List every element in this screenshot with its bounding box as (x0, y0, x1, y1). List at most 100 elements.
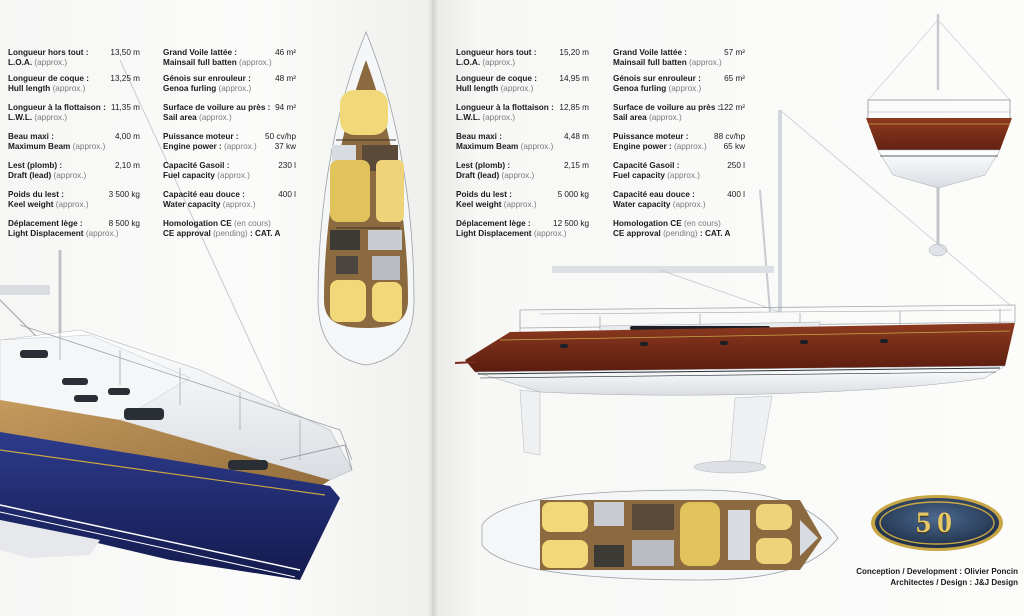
red-yacht-side-profile (454, 109, 1016, 474)
label-fr-text: Génois sur enrouleur : (613, 74, 701, 83)
right-col1-value: 2,15 m (563, 161, 589, 170)
label-fr-text: Longueur à la flottaison : (456, 103, 554, 112)
left-col2-value: 94 m² (275, 103, 296, 112)
right-col2-label-en: Fuel capacity (approx.) (613, 171, 700, 181)
label-en-text: Hull length (8, 84, 51, 93)
label-en-text: Keel weight (456, 200, 502, 209)
approx-note: (approx.) (668, 84, 702, 93)
right-col1-value: 12,85 m (559, 103, 589, 112)
label-en-text: Fuel capacity (613, 171, 665, 180)
label-en-text: Mainsail full batten (613, 58, 687, 67)
label-en-text: Light Displacement (8, 229, 84, 238)
label-en-text: Maximum Beam (456, 142, 519, 151)
left-col1-label-en: Maximum Beam (approx.) (8, 142, 105, 152)
right-col1-label-fr: Déplacement lège : (456, 219, 567, 229)
approx-note: (approx.) (198, 113, 232, 122)
right-col1-label-en: Hull length (approx.) (456, 84, 537, 94)
right-col1-spec-1: Longueur de coque :Hull length (approx.) (456, 74, 537, 94)
left-col1-spec-4: Lest (plomb) :Draft (lead) (approx.) (8, 161, 86, 181)
left-col2-label-en: Genoa furling (approx.) (163, 84, 251, 94)
left-col1-value: 4,00 m (114, 132, 140, 141)
label-en-text: Sail area (163, 113, 197, 122)
approx-note: (approx.) (238, 58, 272, 67)
label-en-text: Sail area (613, 113, 647, 122)
label-en-text: Light Displacement (456, 229, 532, 238)
right-col1-spec-2: Longueur à la flottaison :L.W.L. (approx… (456, 103, 554, 123)
right-col2-spec-1: Génois sur enrouleur :Genoa furling (app… (613, 74, 701, 94)
right-col2-label-fr: Surface de voilure au près : (613, 103, 720, 113)
label-en-text: Engine power : (163, 142, 222, 151)
left-col1-label-fr: Déplacement lège : (8, 219, 119, 229)
approx-note: (approx.) (53, 171, 87, 180)
left-col2-label-en: Water capacity (approx.) (163, 200, 256, 210)
right-col1-label-en: Maximum Beam (approx.) (456, 142, 553, 152)
left-col2-spec-5: Capacité eau douce :Water capacity (appr… (163, 190, 256, 210)
right-col1-label-fr: Poids du lest : (456, 190, 537, 200)
right-col2-value: 65 m² (724, 74, 745, 83)
right-col2-label-fr: Génois sur enrouleur : (613, 74, 701, 84)
left-col2-value: 46 m² (275, 48, 296, 57)
right-col2-label-fr: Grand Voile lattée : (613, 48, 722, 58)
label-fr-text: Beau maxi : (456, 132, 502, 141)
left-col2-spec-0: Grand Voile lattée :Mainsail full batten… (163, 48, 272, 68)
label-en-text: Hull length (456, 84, 499, 93)
left-col1-spec-6: Déplacement lège :Light Displacement (ap… (8, 219, 119, 239)
label-fr-text: Poids du lest : (8, 190, 64, 199)
right-col1-spec-5: Poids du lest :Keel weight (approx.) (456, 190, 537, 210)
left-col1-label-en: Hull length (approx.) (8, 84, 89, 94)
left-col2-label-en: Sail area (approx.) (163, 113, 270, 123)
approx-note: (approx.) (34, 113, 68, 122)
left-col1-label-fr: Poids du lest : (8, 190, 89, 200)
right-col1-label-en: Draft (lead) (approx.) (456, 171, 534, 181)
left-col2-spec-6: Homologation CE (en cours)CE approval (p… (163, 219, 280, 239)
label-en-text: Fuel capacity (163, 171, 215, 180)
right-col1-label-en: Keel weight (approx.) (456, 200, 537, 210)
label-en-text: Water capacity (163, 200, 221, 209)
left-col2-value: 230 l (278, 161, 296, 170)
left-col1-spec-3: Beau maxi :Maximum Beam (approx.) (8, 132, 105, 152)
approx-note: (approx.) (222, 200, 256, 209)
left-col1-label-en: Draft (lead) (approx.) (8, 171, 86, 181)
approx-note: (approx.) (673, 142, 707, 151)
left-col2-spec-4: Capacité Gasoil :Fuel capacity (approx.) (163, 161, 250, 181)
label-en-text: CE approval (613, 229, 661, 238)
right-col2-label-en: Mainsail full batten (approx.) (613, 58, 722, 68)
approx-note: (approx.) (482, 58, 516, 67)
label-en-text: Draft (lead) (8, 171, 52, 180)
left-col1-value: 2,10 m (114, 161, 140, 170)
approx-note: (approx.) (688, 58, 722, 67)
label-fr-text: Surface de voilure au près : (163, 103, 271, 112)
label-fr-text: Déplacement lège : (8, 219, 83, 228)
right-col1-value: 4,48 m (563, 132, 589, 141)
label-en-tail: : CAT. A (249, 229, 281, 238)
right-col2-value: 122 m² (719, 103, 745, 112)
label-fr-text: Grand Voile lattée : (163, 48, 238, 57)
left-col1-label-en: L.O.A. (approx.) (8, 58, 89, 68)
left-col2-label-fr: Puissance moteur : (163, 132, 257, 142)
left-col1-label-en: Light Displacement (approx.) (8, 229, 119, 239)
left-col1-value: 11,35 m (111, 103, 140, 112)
right-col1-spec-6: Déplacement lège :Light Displacement (ap… (456, 219, 567, 239)
credits-architects: Architectes / Design : J&J Design (890, 578, 1018, 587)
right-col2-label-en: Engine power : (approx.) (613, 142, 707, 152)
label-fr-note: (en cours) (233, 219, 271, 228)
right-col1-label-fr: Longueur à la flottaison : (456, 103, 554, 113)
left-col2-value-2: 37 kw (274, 142, 296, 151)
approx-note: (approx.) (667, 171, 700, 180)
approx-note: (approx.) (217, 171, 250, 180)
left-col2-label-en: Engine power : (approx.) (163, 142, 257, 152)
right-col1-value: 12 500 kg (553, 219, 589, 228)
right-col2-label-fr: Capacité eau douce : (613, 190, 706, 200)
approx-note: (pending) (213, 229, 248, 238)
right-col2-value-2: 65 kw (723, 142, 745, 151)
label-fr-text: Capacité Gasoil : (613, 161, 680, 170)
label-fr-text: Capacité eau douce : (163, 190, 245, 199)
label-en-text: L.W.L. (8, 113, 33, 122)
right-col2-label-fr: Homologation CE (en cours) (613, 219, 730, 229)
approx-note: (approx.) (55, 200, 89, 209)
right-col1-label-en: L.W.L. (approx.) (456, 113, 554, 123)
label-en-text: L.O.A. (456, 58, 481, 67)
label-en-text: Genoa furling (163, 84, 217, 93)
right-col1-spec-4: Lest (plomb) :Draft (lead) (approx.) (456, 161, 534, 181)
right-col2-spec-4: Capacité Gasoil :Fuel capacity (approx.) (613, 161, 700, 181)
